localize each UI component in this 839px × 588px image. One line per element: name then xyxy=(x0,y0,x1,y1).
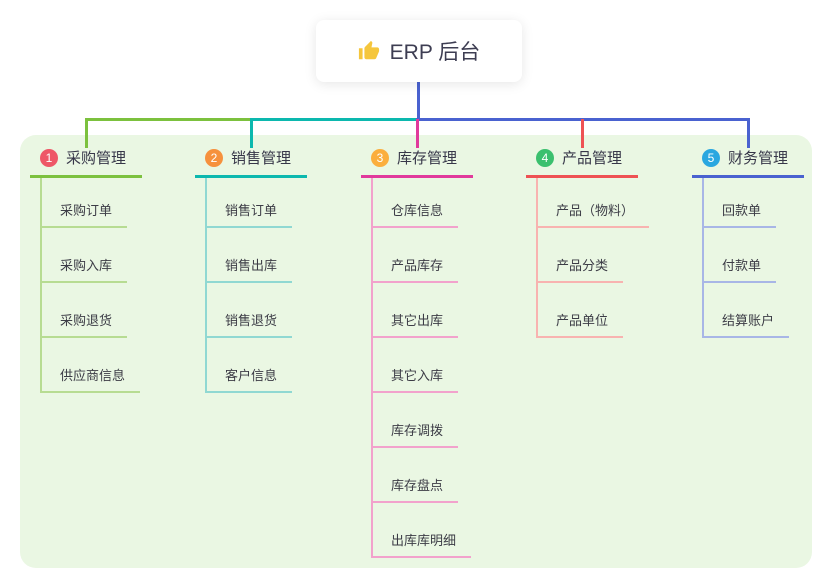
branch-header[interactable]: 3 库存管理 xyxy=(361,147,473,178)
branch-header[interactable]: 2 销售管理 xyxy=(195,147,307,178)
branch-drop-line-1 xyxy=(85,119,88,148)
branch-drop-line-3 xyxy=(416,119,419,148)
child-node-label: 出库库明细 xyxy=(373,530,472,558)
branch-number-badge: 4 xyxy=(536,148,554,167)
branch-财务管理[interactable]: 5 财务管理 回款单 付款单 结算账户 xyxy=(692,147,804,338)
branch-header[interactable]: 4 产品管理 xyxy=(526,147,638,178)
child-node-label: 采购订单 xyxy=(42,200,128,228)
branch-drop-line-4 xyxy=(581,119,584,148)
thumbs-up-icon xyxy=(358,40,380,62)
child-node-label: 销售退货 xyxy=(207,310,293,338)
branch-children: 产品（物料） 产品分类 产品单位 xyxy=(536,178,650,338)
child-node-label: 产品单位 xyxy=(538,310,624,338)
child-node[interactable]: 付款单 xyxy=(704,228,804,283)
child-node-label: 库存盘点 xyxy=(373,475,459,503)
child-node-label: 其它入库 xyxy=(373,365,459,393)
child-node[interactable]: 产品（物料） xyxy=(538,178,650,228)
child-node-label: 产品库存 xyxy=(373,255,459,283)
branch-label: 财务管理 xyxy=(728,150,789,167)
child-node[interactable]: 仓库信息 xyxy=(373,178,473,228)
root-stem-line xyxy=(417,82,420,121)
branch-label: 采购管理 xyxy=(66,150,127,167)
child-node[interactable]: 产品单位 xyxy=(538,283,649,338)
root-node[interactable]: ERP 后台 xyxy=(316,20,522,82)
child-node[interactable]: 采购退货 xyxy=(42,283,142,338)
child-node-label: 采购入库 xyxy=(42,255,128,283)
child-node-label: 产品（物料） xyxy=(538,200,650,228)
child-node[interactable]: 采购入库 xyxy=(42,228,142,283)
child-node-label: 付款单 xyxy=(704,255,777,283)
branch-采购管理[interactable]: 1 采购管理 采购订单 采购入库 采购退货 供应商信息 xyxy=(30,147,142,393)
branch-number-badge: 1 xyxy=(40,148,58,167)
child-node[interactable]: 出库库明细 xyxy=(373,503,473,558)
child-node[interactable]: 库存盘点 xyxy=(373,448,473,503)
branch-label: 产品管理 xyxy=(562,150,623,167)
branch-drop-line-2 xyxy=(250,119,253,148)
child-node-label: 产品分类 xyxy=(538,255,624,283)
child-node[interactable]: 销售退货 xyxy=(207,283,307,338)
branch-产品管理[interactable]: 4 产品管理 产品（物料） 产品分类 产品单位 xyxy=(526,147,650,338)
branch-销售管理[interactable]: 2 销售管理 销售订单 销售出库 销售退货 客户信息 xyxy=(195,147,307,393)
branch-number-badge: 2 xyxy=(205,148,223,167)
child-node[interactable]: 采购订单 xyxy=(42,178,142,228)
child-node-label: 结算账户 xyxy=(704,310,790,338)
branch-children: 仓库信息 产品库存 其它出库 其它入库 库存调拨 库存盘点 出库库明细 xyxy=(371,178,473,558)
child-node[interactable]: 销售订单 xyxy=(207,178,307,228)
branch-children: 回款单 付款单 结算账户 xyxy=(702,178,804,338)
child-node[interactable]: 结算账户 xyxy=(704,283,804,338)
branch-header[interactable]: 5 财务管理 xyxy=(692,147,804,178)
child-node-label: 销售订单 xyxy=(207,200,293,228)
branch-label: 库存管理 xyxy=(397,150,458,167)
child-node[interactable]: 其它入库 xyxy=(373,338,473,393)
branch-drop-line-5 xyxy=(747,119,750,148)
branch-库存管理[interactable]: 3 库存管理 仓库信息 产品库存 其它出库 其它入库 库存调拨 库存盘点 出库库… xyxy=(361,147,473,558)
child-node[interactable]: 库存调拨 xyxy=(373,393,473,448)
branches-panel xyxy=(20,135,812,568)
child-node-label: 回款单 xyxy=(704,200,777,228)
child-node[interactable]: 供应商信息 xyxy=(42,338,142,393)
branch-children: 采购订单 采购入库 采购退货 供应商信息 xyxy=(40,178,142,393)
root-node-label: ERP 后台 xyxy=(389,41,481,64)
bus-segment-2 xyxy=(250,118,421,121)
bus-segment-1 xyxy=(85,118,253,121)
child-node-label: 供应商信息 xyxy=(42,365,141,393)
child-node-label: 库存调拨 xyxy=(373,420,459,448)
branch-number-badge: 3 xyxy=(371,148,389,167)
branch-header[interactable]: 1 采购管理 xyxy=(30,147,142,178)
child-node[interactable]: 销售出库 xyxy=(207,228,307,283)
child-node[interactable]: 产品分类 xyxy=(538,228,649,283)
child-node-label: 仓库信息 xyxy=(373,200,459,228)
child-node-label: 采购退货 xyxy=(42,310,128,338)
child-node[interactable]: 回款单 xyxy=(704,178,804,228)
branch-number-badge: 5 xyxy=(702,148,720,167)
branch-children: 销售订单 销售出库 销售退货 客户信息 xyxy=(205,178,307,393)
branch-label: 销售管理 xyxy=(231,150,292,167)
child-node[interactable]: 客户信息 xyxy=(207,338,307,393)
child-node-label: 客户信息 xyxy=(207,365,293,393)
child-node[interactable]: 其它出库 xyxy=(373,283,473,338)
child-node-label: 销售出库 xyxy=(207,255,293,283)
child-node-label: 其它出库 xyxy=(373,310,459,338)
child-node[interactable]: 产品库存 xyxy=(373,228,473,283)
